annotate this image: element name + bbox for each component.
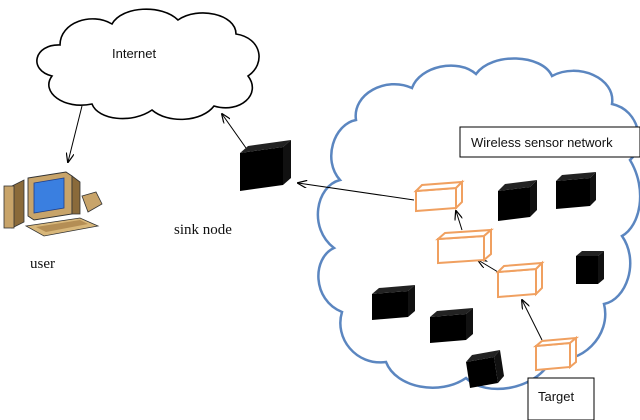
target-label: Target	[538, 389, 575, 404]
relay1-to-sink-arrow	[298, 183, 415, 201]
sink-node-label: sink node	[174, 222, 232, 238]
relay-node-1-cube-icon	[413, 179, 465, 213]
target-node-cube-icon	[532, 335, 580, 372]
sink-node-cube-icon	[240, 140, 291, 191]
relay-nodes	[413, 179, 580, 372]
sensor-node-cube-icon	[556, 172, 596, 209]
sensor-node-cube-icon	[466, 350, 504, 388]
sensor-node-cube-icon	[372, 285, 415, 320]
connections	[68, 105, 543, 341]
relay-node-3-cube-icon	[495, 260, 545, 299]
sink-to-internet-arrow	[222, 114, 247, 149]
sensor-node-cube-icon	[430, 308, 473, 343]
wsn-label-box: Wireless sensor network	[459, 126, 640, 158]
target-label-box: Target	[527, 377, 595, 420]
wsn-label: Wireless sensor network	[471, 135, 613, 150]
target-to-relay3-arrow	[522, 300, 543, 341]
internet-label: Internet	[112, 46, 156, 61]
relay2-to-relay1-arrow	[456, 211, 462, 231]
sensor-nodes	[372, 172, 604, 388]
wsn-cloud	[316, 57, 640, 391]
relay-node-2-cube-icon	[435, 227, 494, 265]
computer-icon	[3, 171, 103, 237]
sensor-node-cube-icon	[498, 180, 537, 221]
user-label: user	[30, 256, 55, 272]
sensor-node-cube-icon	[576, 251, 604, 284]
internet-to-user-arrow	[68, 105, 83, 162]
internet-cloud: Internet	[36, 8, 260, 121]
relay3-to-relay2-arrow	[478, 260, 499, 273]
